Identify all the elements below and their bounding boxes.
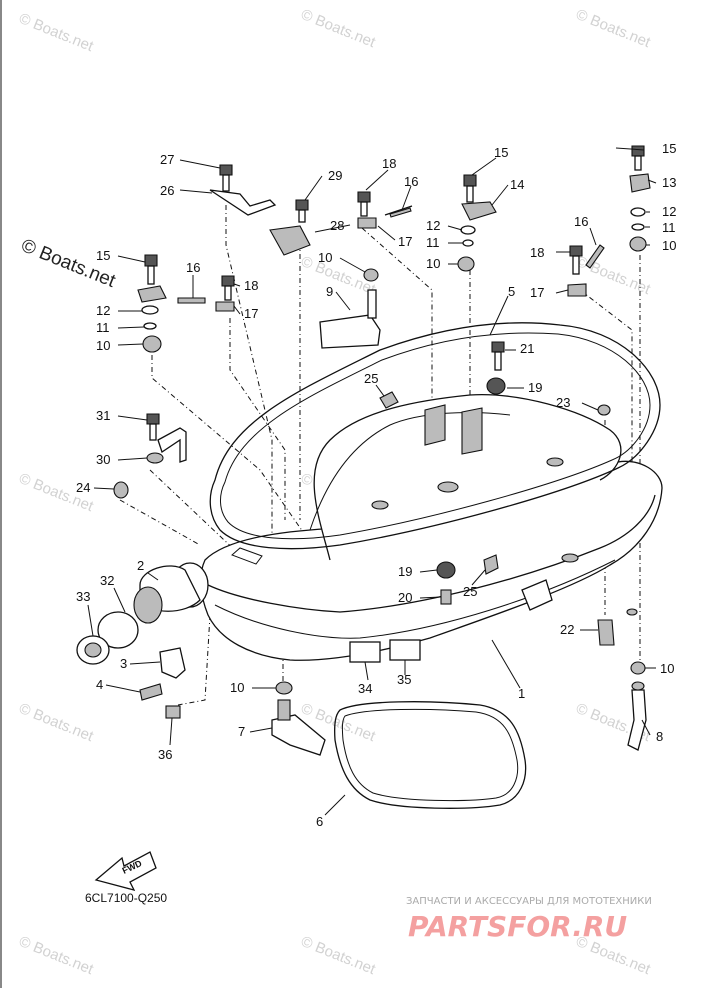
leader-lines (87, 147, 657, 816)
callout-labels: 27 26 29 28 18 16 17 15 14 12 11 10 10 9… (76, 141, 676, 829)
promo-caption: ЗАПЧАСТИ И АКСЕССУАРЫ ДЛЯ МОТОТЕХНИКИ (406, 896, 652, 907)
callout-3: 3 (120, 656, 127, 671)
callout-6: 6 (316, 814, 323, 829)
callout-15: 15 (494, 145, 508, 160)
callout-18: 18 (382, 156, 396, 171)
label-35 (389, 639, 421, 661)
callout-24: 24 (76, 480, 90, 495)
fwd-arrow-icon: FWD (94, 851, 157, 891)
callout-15: 15 (96, 248, 110, 263)
callout-10: 10 (660, 661, 674, 676)
callout-4: 4 (96, 677, 103, 692)
callout-31: 31 (96, 408, 110, 423)
callout-33: 33 (76, 589, 90, 604)
callout-12: 12 (662, 204, 676, 219)
callout-29: 29 (328, 168, 342, 183)
callout-14: 14 (510, 177, 524, 192)
callout-15: 15 (662, 141, 676, 156)
callout-12: 12 (96, 303, 110, 318)
promo-watermark: ЗАПЧАСТИ И АКСЕССУАРЫ ДЛЯ МОТОТЕХНИКИ PA… (406, 896, 652, 943)
callout-36: 36 (158, 747, 172, 762)
callout-8: 8 (656, 729, 663, 744)
callout-1: 1 (518, 686, 525, 701)
clip-and-bolt (139, 647, 186, 719)
callout-23: 23 (556, 395, 570, 410)
callout-10: 10 (96, 338, 110, 353)
callout-11: 11 (662, 220, 676, 235)
callout-16: 16 (186, 260, 200, 275)
watermark: © Boats.net (17, 700, 97, 746)
callout-20: 20 (398, 590, 412, 605)
callout-7: 7 (238, 724, 245, 739)
callout-22: 22 (560, 622, 574, 637)
label-34 (349, 641, 381, 663)
callout-32: 32 (100, 573, 114, 588)
callout-18: 18 (530, 245, 544, 260)
part-9-bracket (319, 289, 381, 349)
hose-grommet-assembly (76, 562, 209, 665)
watermark: © Boats.net (17, 933, 97, 979)
callout-16: 16 (404, 174, 418, 189)
callout-10: 10 (662, 238, 676, 253)
callout-28: 28 (330, 218, 344, 233)
callout-10: 10 (230, 680, 244, 695)
watermark: © Boats.net (17, 10, 97, 56)
promo-logo: PARTSFOR.RU (408, 910, 627, 943)
upper-seal-ring (209, 322, 661, 550)
callout-10: 10 (426, 256, 440, 271)
diagram-code: 6CL7100-Q250 (85, 891, 167, 905)
callout-18: 18 (244, 278, 258, 293)
callout-17: 17 (244, 306, 258, 321)
callout-34: 34 (358, 681, 372, 696)
callout-13: 13 (662, 175, 676, 190)
watermark: © Boats.net (574, 6, 654, 52)
callout-16: 16 (574, 214, 588, 229)
part-8-lever (627, 681, 647, 751)
callout-17: 17 (398, 234, 412, 249)
callout-19: 19 (528, 380, 542, 395)
part-7-lever (271, 699, 326, 756)
callout-9: 9 (326, 284, 333, 299)
callout-5: 5 (508, 284, 515, 299)
callout-21: 21 (520, 341, 534, 356)
callout-25: 25 (463, 584, 477, 599)
callout-35: 35 (397, 672, 411, 687)
callout-25: 25 (364, 371, 378, 386)
callout-10: 10 (318, 250, 332, 265)
lower-seal (334, 701, 527, 809)
callout-2: 2 (137, 558, 144, 573)
watermark: © Boats.net (299, 6, 379, 52)
bottom-cowling (200, 394, 663, 663)
hardware-fasteners (113, 145, 651, 695)
callout-11: 11 (96, 320, 110, 335)
callout-11: 11 (426, 235, 440, 250)
callout-27: 27 (160, 152, 174, 167)
callout-26: 26 (160, 183, 174, 198)
watermark: © Boats.net (299, 933, 379, 979)
callout-17: 17 (530, 285, 544, 300)
callout-30: 30 (96, 452, 110, 467)
watermark-prominent: © Boats.net (18, 235, 119, 292)
callout-19: 19 (398, 564, 412, 579)
callout-12: 12 (426, 218, 440, 233)
